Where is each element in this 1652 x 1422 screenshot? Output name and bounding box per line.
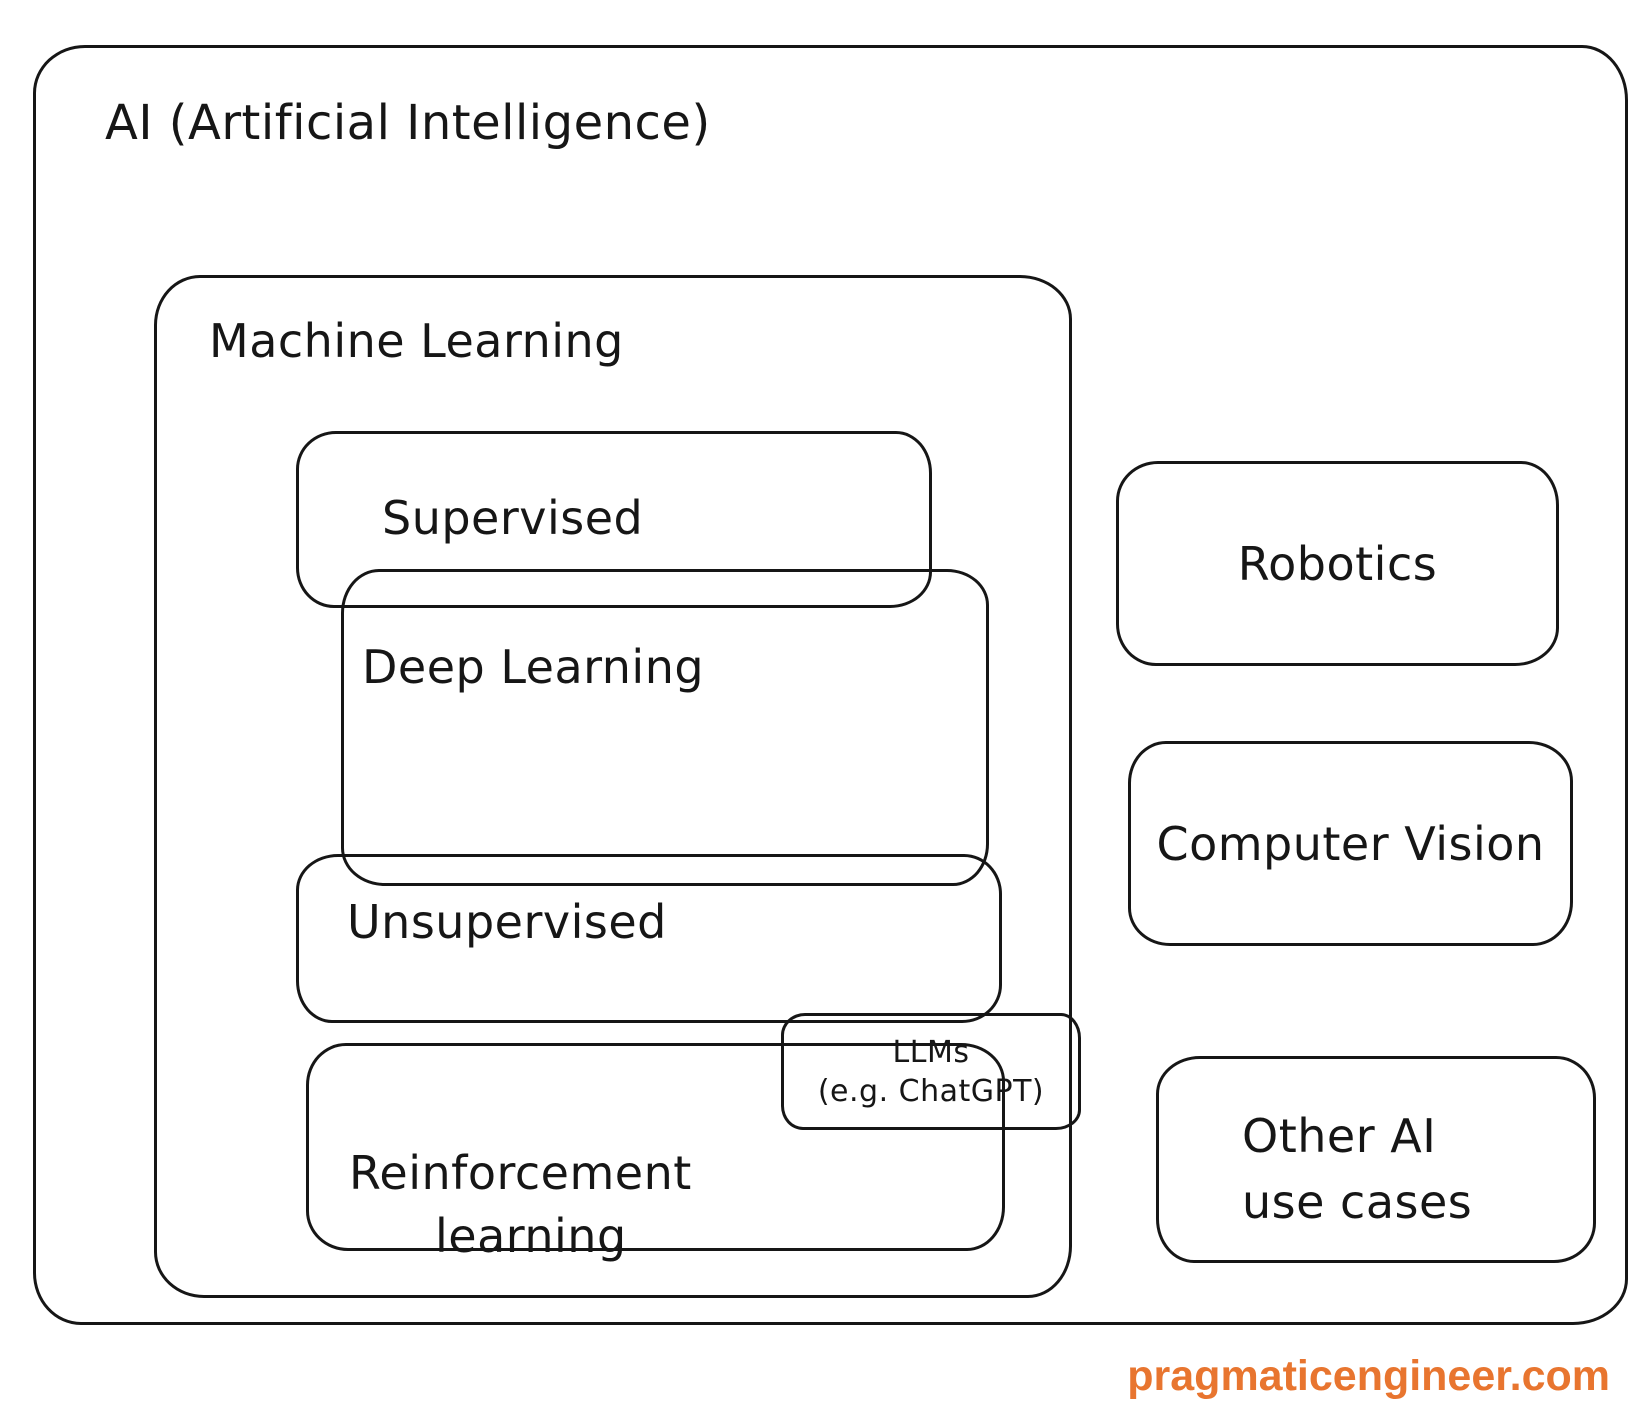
other-ai-use-cases-label-line1: Other AI: [1242, 1109, 1437, 1163]
llms-box: LLMs (e.g. ChatGPT): [781, 1013, 1081, 1130]
machine-learning-label: Machine Learning: [209, 314, 624, 368]
reinforcement-learning-label-line1: Reinforcement: [349, 1146, 692, 1200]
llms-label-line1: LLMs: [892, 1034, 970, 1070]
unsupervised-box: Unsupervised: [296, 854, 1002, 1023]
watermark-link[interactable]: pragmaticengineer.com: [1127, 1352, 1610, 1400]
supervised-box: Supervised: [296, 431, 932, 608]
deep-learning-label: Deep Learning: [362, 640, 705, 694]
robotics-box: Robotics: [1116, 461, 1559, 666]
robotics-label: Robotics: [1237, 536, 1438, 591]
reinforcement-learning-box: Reinforcement learning: [306, 1043, 1005, 1263]
deep-learning-box: Deep Learning LLMs (e.g. ChatGPT): [341, 569, 1081, 1130]
ai-box-label: AI (Artificial Intelligence): [105, 95, 711, 151]
supervised-label: Supervised: [382, 491, 644, 545]
computer-vision-label: Computer Vision: [1156, 816, 1545, 871]
computer-vision-box: Computer Vision: [1128, 741, 1573, 946]
machine-learning-box: Machine Learning Supervised Deep Learnin…: [154, 275, 1081, 1298]
llms-label-line2: (e.g. ChatGPT): [817, 1073, 1045, 1109]
reinforcement-learning-label-line2: learning: [435, 1209, 627, 1263]
other-ai-use-cases-label: Other AI use cases: [1242, 1103, 1472, 1235]
unsupervised-label: Unsupervised: [347, 895, 667, 949]
ai-box: AI (Artificial Intelligence) Machine Lea…: [33, 45, 1628, 1325]
other-ai-use-cases-box: Other AI use cases: [1156, 1056, 1596, 1263]
other-ai-use-cases-label-line2: use cases: [1242, 1175, 1473, 1229]
reinforcement-learning-label: Reinforcement learning: [349, 1079, 692, 1331]
